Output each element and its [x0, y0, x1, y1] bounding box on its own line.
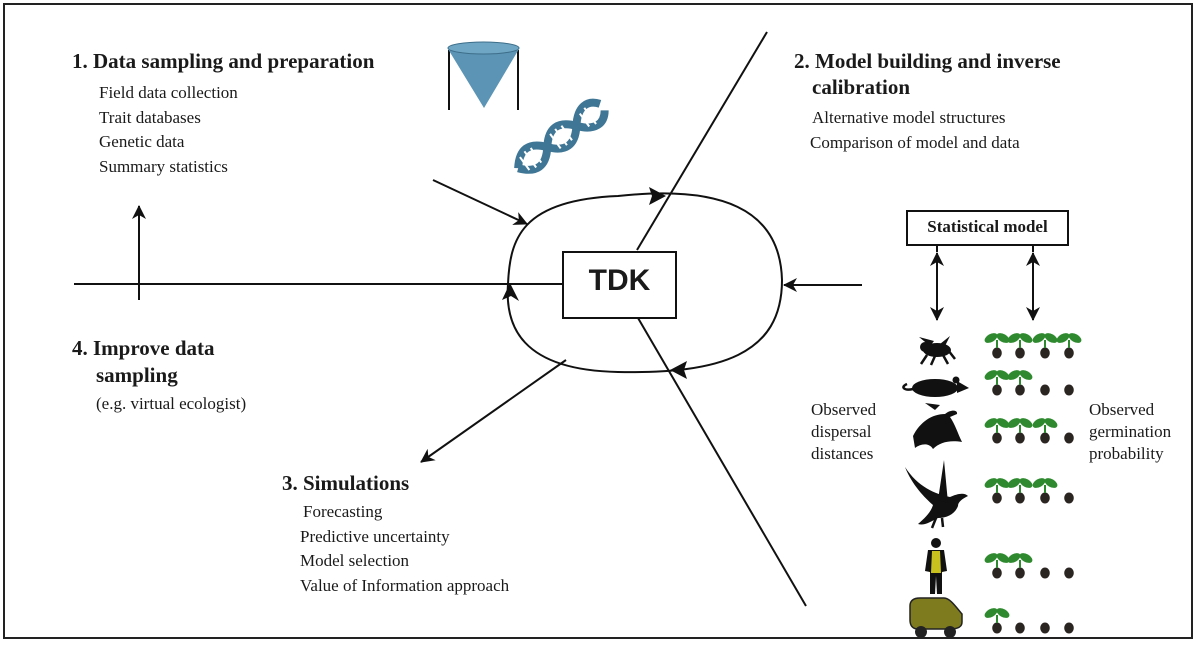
- section-4-title: sampling: [96, 363, 178, 387]
- arrow-data-in: [432, 179, 528, 225]
- loop-arrowhead-bottom: [670, 361, 687, 379]
- germination-label: probability: [1089, 444, 1164, 463]
- germination-label: Observed: [1089, 400, 1155, 419]
- seed: [1040, 567, 1050, 579]
- car-icon: [909, 597, 963, 638]
- seed: [992, 567, 1002, 579]
- arrow-simulations-out: [420, 359, 567, 463]
- seedling-icon: [1007, 478, 1033, 493]
- seedling-icon: [1032, 418, 1058, 433]
- statistical-model-box: [906, 210, 1069, 246]
- tdk-label: TDK: [588, 264, 651, 297]
- seed: [1015, 567, 1025, 579]
- dispersal-label: Observed: [811, 400, 877, 419]
- seedling-icon: [1032, 478, 1058, 493]
- seedling-icon: [1007, 418, 1033, 433]
- seedling-icon: [984, 370, 1010, 385]
- section-1-item: Field data collection: [99, 83, 238, 102]
- dispersal-label: distances: [811, 444, 874, 463]
- funnel-icon: [447, 41, 520, 110]
- divider-line-upper: [636, 31, 768, 251]
- section-3-item: Value of Information approach: [300, 575, 510, 595]
- seed: [1064, 492, 1074, 504]
- bird-icon: [913, 403, 962, 449]
- seed: [1015, 432, 1025, 444]
- seedling-icon: [1056, 333, 1082, 348]
- seed: [1040, 622, 1050, 634]
- tdk-box: [562, 251, 677, 319]
- section-4-title: 4. Improve data: [72, 336, 215, 360]
- statistical-model-label: Statistical model: [927, 217, 1048, 236]
- seedling-icon: [1007, 333, 1033, 348]
- seedling-icon: [984, 418, 1010, 433]
- seed: [1015, 347, 1025, 359]
- seed: [1015, 384, 1025, 396]
- section-1-item: Trait databases: [99, 107, 201, 127]
- cycle-loop: [506, 192, 784, 374]
- germination-label: germination: [1089, 422, 1172, 441]
- divider-line-lower: [637, 317, 807, 607]
- seedling-icon: [984, 608, 1010, 623]
- section-3-item: Model selection: [300, 551, 410, 570]
- loop-arrowhead-left: [502, 283, 519, 301]
- seedling-icon: [1007, 370, 1033, 385]
- section-4-item: (e.g. virtual ecologist): [96, 394, 247, 413]
- insect-icon: [919, 336, 956, 366]
- section-3-title: 3. Simulations: [282, 471, 410, 495]
- seedling-icon: [1007, 553, 1033, 568]
- seedling-icon: [984, 553, 1010, 568]
- dispersal-label: dispersal: [811, 422, 872, 441]
- section-1-item: Genetic data: [99, 132, 185, 151]
- seed: [1040, 347, 1050, 359]
- seed: [1040, 384, 1050, 396]
- seedling-icon: [984, 478, 1010, 493]
- section-2-title: 2. Model building and inverse: [794, 49, 1061, 73]
- seed: [1015, 492, 1025, 504]
- person-icon: [925, 538, 947, 594]
- loop-arrowhead-top: [649, 187, 666, 205]
- section-1-title: 1. Data sampling and preparation: [72, 49, 375, 73]
- section-1-item: Summary statistics: [99, 156, 228, 176]
- seed: [1064, 384, 1074, 396]
- seedling-icon: [984, 333, 1010, 348]
- seed: [992, 384, 1002, 396]
- seed: [992, 432, 1002, 444]
- dna-icon: [514, 98, 609, 174]
- section-2-item: Comparison of model and data: [810, 132, 1020, 152]
- rodent-icon: [902, 376, 969, 397]
- section-2-item: Alternative model structures: [812, 108, 1006, 127]
- seed: [992, 492, 1002, 504]
- germination-rows: [984, 333, 1082, 634]
- section-3-item: Forecasting: [303, 502, 383, 521]
- seed: [1064, 567, 1074, 579]
- seed: [992, 622, 1002, 634]
- diagram-border: [3, 3, 1193, 639]
- seed: [1064, 432, 1074, 444]
- seed: [1040, 492, 1050, 504]
- seed: [1064, 347, 1074, 359]
- seedling-icon: [1032, 333, 1058, 348]
- large-bird-icon: [905, 460, 968, 529]
- section-3-item: Predictive uncertainty: [300, 526, 450, 546]
- seed: [992, 347, 1002, 359]
- seed: [1015, 622, 1025, 634]
- seed: [1064, 622, 1074, 634]
- section-2-title: calibration: [812, 75, 910, 99]
- seed: [1040, 432, 1050, 444]
